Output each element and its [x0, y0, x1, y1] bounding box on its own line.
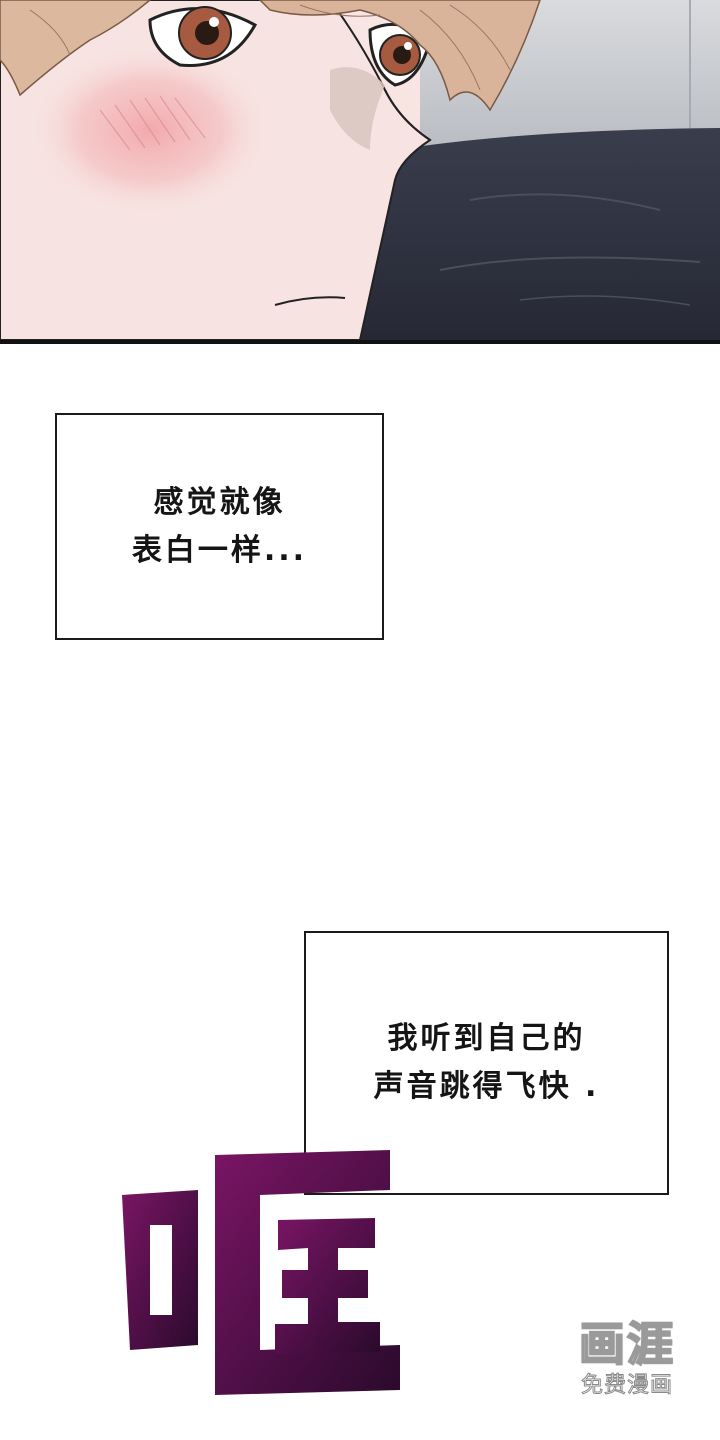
narration-line: 声音跳得飞快 .: [373, 1069, 600, 1104]
narration-line: 表白一样...: [131, 532, 308, 568]
dark-jacket: [360, 128, 720, 340]
comic-panel-closeup: [0, 0, 720, 344]
nose-shadow: [330, 67, 385, 150]
character-closeup-illustration: [0, 0, 720, 340]
watermark: 画涯 免费漫画: [562, 1316, 692, 1416]
hair-left: [0, 0, 152, 97]
left-eye: [148, 6, 258, 67]
watermark-logo: 画涯: [578, 1316, 675, 1372]
hair-right: [258, 0, 541, 112]
narration-line: 感觉就像: [153, 484, 286, 520]
narration-box-1: 感觉就像 表白一样...: [55, 413, 384, 640]
sound-effect-glyph: [122, 1150, 400, 1395]
narration-line: 我听到自己的: [387, 1021, 586, 1056]
watermark-subtitle: 免费漫画: [580, 1373, 673, 1399]
mouth: [274, 296, 346, 306]
sound-effect: 哐: [110, 1140, 410, 1400]
